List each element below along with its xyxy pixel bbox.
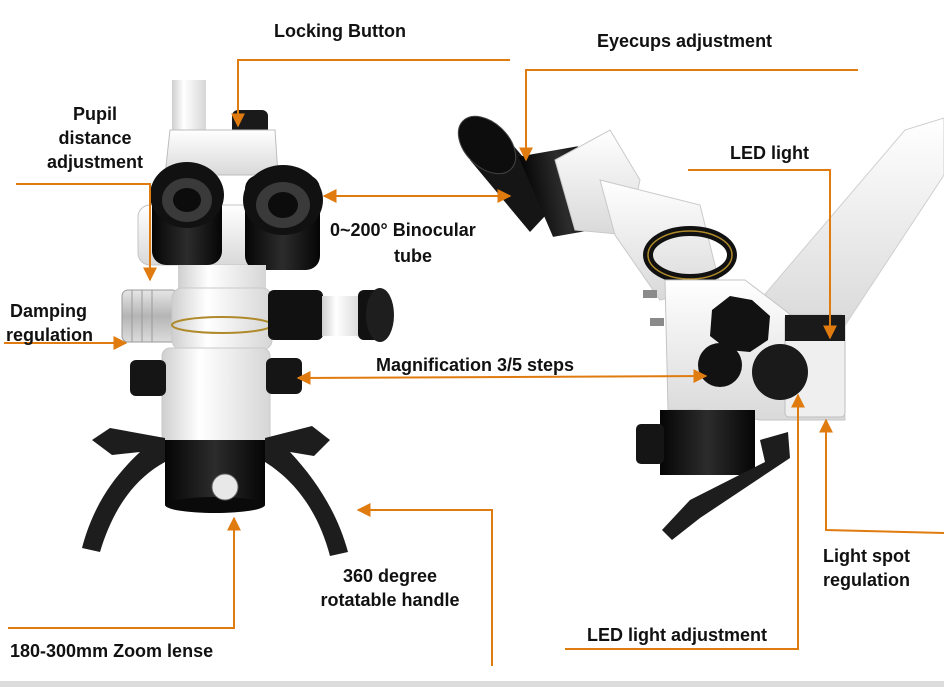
label-binocular-1: 0~200° Binocular <box>330 220 476 240</box>
label-zoom-lense: 180-300mm Zoom lense <box>10 641 214 661</box>
label-damping-2: regulation <box>6 325 94 345</box>
line-led-adjustment <box>565 393 805 650</box>
zoom-dial <box>211 473 239 501</box>
pin-1 <box>643 290 657 298</box>
side-small-knob <box>636 424 664 464</box>
label-light-spot-1: Light spot <box>823 546 910 566</box>
label-rotatable-2: rotatable handle <box>320 590 460 610</box>
label-binocular-2: tube <box>394 246 432 266</box>
line-eyecups <box>519 69 858 162</box>
pin-2 <box>650 318 664 326</box>
left-eyepiece <box>150 162 224 265</box>
label-pupil-distance-1: Pupil <box>73 104 117 124</box>
side-objective <box>660 410 755 475</box>
line-magnification <box>296 369 708 385</box>
label-locking-button: Locking Button <box>274 21 406 41</box>
line-rotatable-handle <box>356 503 493 666</box>
right-handle <box>265 426 348 556</box>
label-damping-1: Damping <box>10 301 88 321</box>
label-rotatable-1: 360 degree <box>342 566 438 586</box>
side-zoom-knob <box>268 288 394 342</box>
right-eyepiece <box>243 165 323 270</box>
callout-lines <box>4 59 944 666</box>
label-led-light-adjustment: LED light adjustment <box>587 625 767 645</box>
line-light-spot <box>819 418 944 534</box>
line-led-light <box>688 169 837 340</box>
round-knob-back <box>752 344 808 400</box>
mag-knob-right <box>266 358 302 394</box>
damping-knob <box>121 289 179 343</box>
bottom-border <box>0 681 944 687</box>
label-magnification: Magnification 3/5 steps <box>376 355 575 375</box>
label-led-light: LED light <box>730 143 809 163</box>
round-knob-front <box>698 343 742 387</box>
label-eyecups-adjustment: Eyecups adjustment <box>597 31 773 51</box>
mag-knob-left <box>130 360 166 396</box>
label-pupil-distance-2: distance <box>58 128 132 148</box>
label-pupil-distance-3: adjustment <box>46 152 143 172</box>
star-knob <box>710 296 770 352</box>
line-zoom-lense <box>8 516 241 629</box>
line-pupil-distance <box>16 183 157 282</box>
front-view-microscope <box>82 80 394 556</box>
side-eyepiece <box>457 115 608 237</box>
label-light-spot-2: regulation <box>823 570 911 590</box>
line-locking-button <box>231 59 510 128</box>
left-handle <box>82 428 165 552</box>
side-handle <box>662 432 790 540</box>
lower-body <box>161 347 271 444</box>
